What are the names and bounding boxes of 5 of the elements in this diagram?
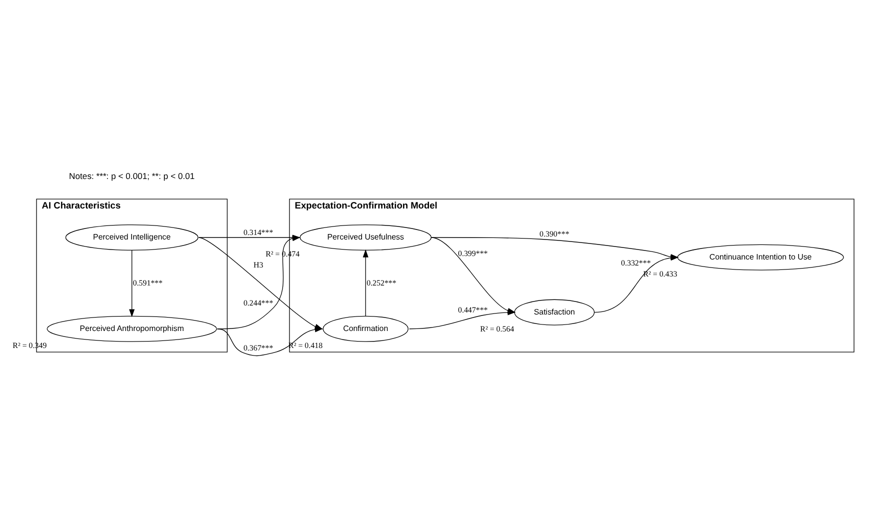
arrow: [216, 326, 323, 356]
arrow: [362, 248, 368, 316]
arrow: [409, 309, 516, 329]
arrow: [129, 250, 135, 317]
label: Notes: ***: p < 0.001; **: p < 0.01: [69, 170, 195, 180]
